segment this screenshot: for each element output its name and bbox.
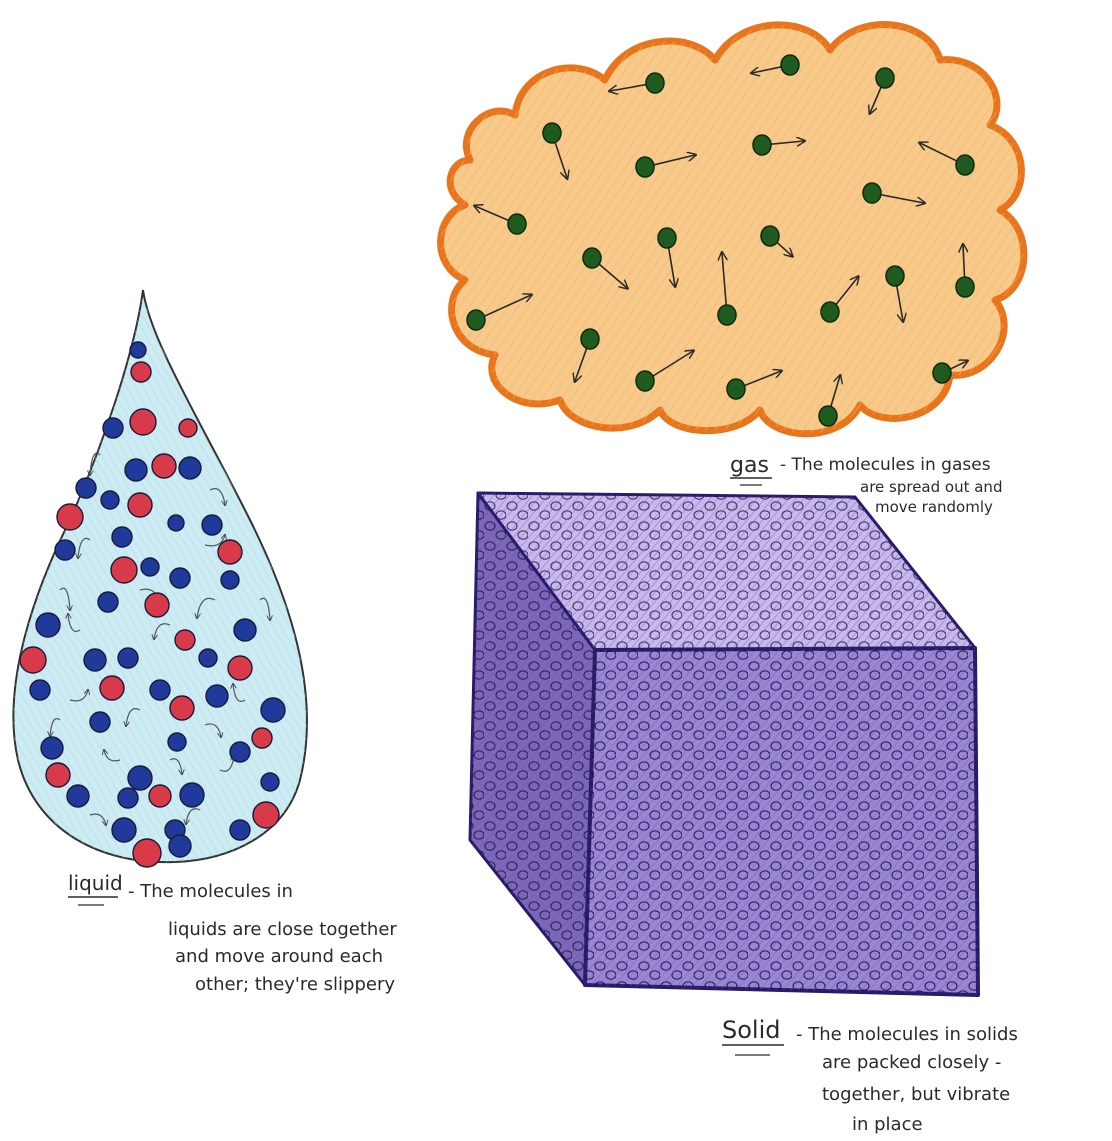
solid-caption: Solid - The molecules in solids are pack… (722, 1016, 1018, 1135)
liquid-molecule-blue (130, 342, 146, 358)
liquid-description-line-1: - The molecules in (128, 881, 293, 902)
liquid-molecule-red (170, 696, 194, 720)
liquid-molecule-blue (128, 766, 152, 790)
liquid-molecule-blue (168, 515, 184, 531)
liquid-molecule-blue (199, 649, 217, 667)
gas-molecule (636, 157, 654, 177)
liquid-molecule-blue (261, 698, 285, 722)
gas-illustration (441, 25, 1024, 434)
liquid-molecule-red (152, 454, 176, 478)
gas-molecule (581, 329, 599, 349)
gas-molecule (956, 277, 974, 297)
liquid-molecule-red (46, 763, 70, 787)
liquid-molecule-red (111, 557, 137, 583)
gas-molecule (508, 214, 526, 234)
gas-molecule (933, 363, 951, 383)
liquid-molecule-blue (179, 457, 201, 479)
gas-molecule (956, 155, 974, 175)
liquid-molecule-red (253, 802, 279, 828)
liquid-molecule-blue (150, 680, 170, 700)
gas-molecule (583, 248, 601, 268)
liquid-molecule-red (252, 728, 272, 748)
liquid-molecule-blue (76, 478, 96, 498)
liquid-molecule-blue (36, 613, 60, 637)
liquid-illustration (13, 290, 307, 867)
gas-molecule (467, 310, 485, 330)
liquid-molecule-blue (230, 742, 250, 762)
solid-description-line-4: in place (852, 1114, 923, 1135)
liquid-description-line-3: and move around each (175, 946, 383, 967)
gas-description-line-3: move randomly (875, 498, 993, 516)
liquid-caption: liquid - The molecules in liquids are cl… (68, 871, 397, 995)
gas-molecule (821, 302, 839, 322)
liquid-molecule-blue (118, 648, 138, 668)
solid-description-line-3: together, but vibrate (822, 1084, 1010, 1105)
liquid-molecule-blue (168, 733, 186, 751)
liquid-molecule-blue (112, 818, 136, 842)
gas-molecule (718, 305, 736, 325)
liquid-molecule-red (228, 656, 252, 680)
liquid-label: liquid (68, 871, 123, 895)
gas-molecule (781, 55, 799, 75)
gas-label: gas (730, 453, 769, 478)
gas-description-line-1: - The molecules in gases (780, 455, 991, 475)
solid-illustration (470, 493, 978, 995)
liquid-description-line-2: liquids are close together (168, 919, 397, 940)
liquid-molecule-blue (30, 680, 50, 700)
liquid-molecule-blue (90, 712, 110, 732)
liquid-molecule-blue (41, 737, 63, 759)
gas-molecule (636, 371, 654, 391)
liquid-molecule-blue (206, 685, 228, 707)
liquid-molecule-blue (141, 558, 159, 576)
liquid-molecule-red (128, 493, 152, 517)
gas-molecule (819, 406, 837, 426)
solid-description-line-2: are packed closely - (822, 1052, 1001, 1073)
gas-molecule (543, 123, 561, 143)
gas-molecule (727, 379, 745, 399)
liquid-molecule-blue (101, 491, 119, 509)
liquid-molecule-blue (261, 773, 279, 791)
liquid-molecule-red (130, 409, 156, 435)
liquid-molecule-blue (234, 619, 256, 641)
liquid-molecule-red (57, 504, 83, 530)
liquid-molecule-red (145, 593, 169, 617)
gas-description-line-2: are spread out and (860, 478, 1002, 496)
gas-molecule (753, 135, 771, 155)
liquid-molecule-blue (202, 515, 222, 535)
liquid-molecule-blue (84, 649, 106, 671)
solid-label: Solid (722, 1016, 781, 1044)
gas-molecule (658, 228, 676, 248)
liquid-molecule-blue (118, 788, 138, 808)
liquid-molecule-blue (170, 568, 190, 588)
liquid-molecule-red (100, 676, 124, 700)
liquid-molecule-blue (169, 835, 191, 857)
gas-molecule (876, 68, 894, 88)
liquid-molecule-red (179, 419, 197, 437)
liquid-molecule-blue (125, 459, 147, 481)
liquid-molecule-red (20, 647, 46, 673)
liquid-molecule-red (149, 785, 171, 807)
gas-molecule (761, 226, 779, 246)
liquid-molecule-blue (112, 527, 132, 547)
liquid-molecule-red (133, 839, 161, 867)
liquid-molecule-red (131, 362, 151, 382)
liquid-molecule-blue (230, 820, 250, 840)
liquid-molecule-red (218, 540, 242, 564)
liquid-molecule-blue (103, 418, 123, 438)
liquid-molecule-blue (180, 783, 204, 807)
liquid-molecule-blue (67, 785, 89, 807)
liquid-molecule-blue (221, 571, 239, 589)
gas-molecule (646, 73, 664, 93)
liquid-molecule-blue (98, 592, 118, 612)
gas-molecule (886, 266, 904, 286)
gas-molecule (863, 183, 881, 203)
liquid-molecule-red (175, 630, 195, 650)
liquid-description-line-4: other; they're slippery (195, 974, 395, 995)
liquid-molecule-blue (55, 540, 75, 560)
solid-description-line-1: - The molecules in solids (796, 1024, 1018, 1045)
